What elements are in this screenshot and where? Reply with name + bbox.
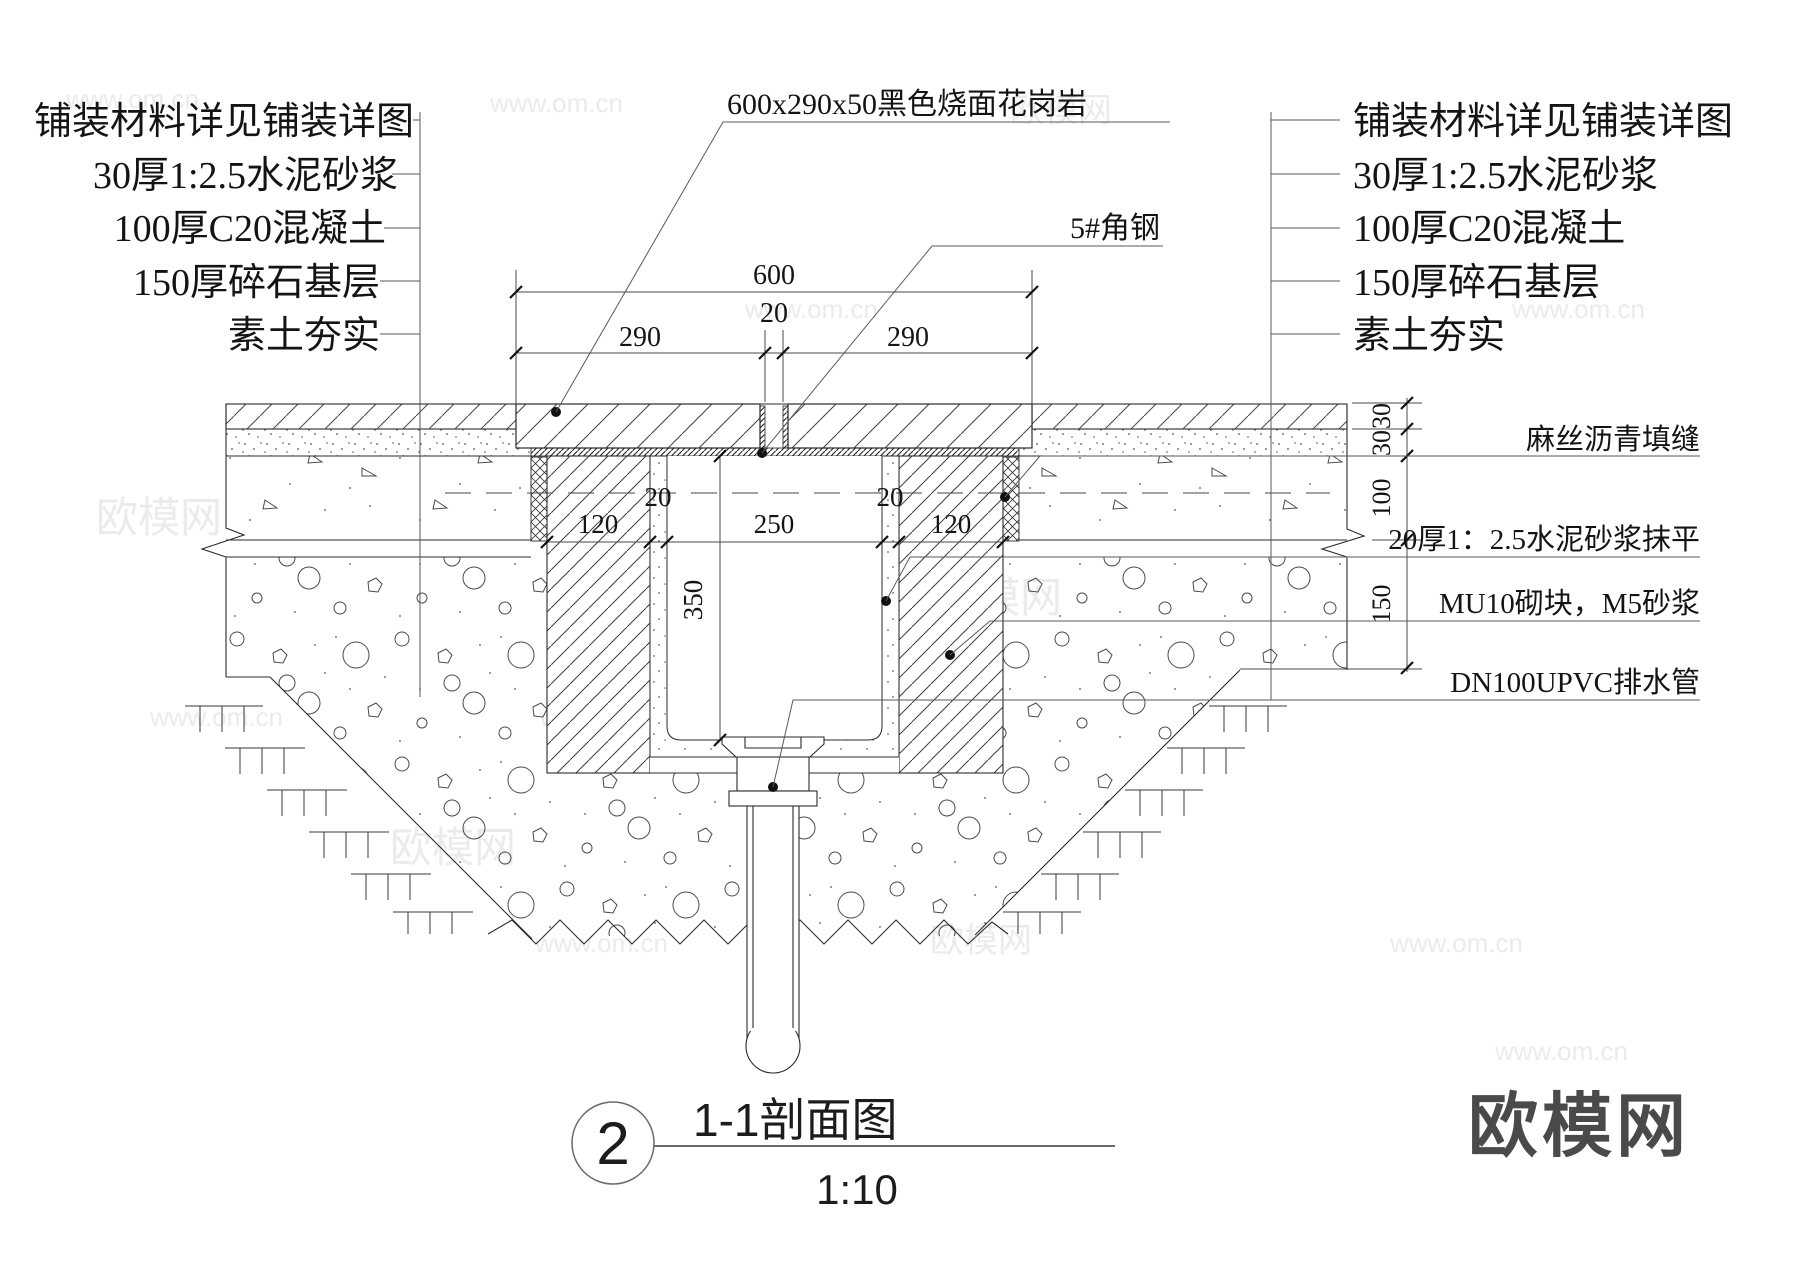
watermark-url: www.om.cn xyxy=(1494,1036,1628,1066)
watermark-url: www.om.cn xyxy=(1389,928,1523,958)
pipe-walls xyxy=(746,806,800,1039)
channel-interior xyxy=(650,456,899,773)
channel-structure xyxy=(515,403,1033,774)
watermark-url: www.om.cn xyxy=(1511,294,1645,324)
drain-funnel xyxy=(721,736,825,758)
material-item: 30厚1:2.5水泥砂浆 xyxy=(93,155,398,197)
dim-total-width: 600 xyxy=(753,260,795,291)
dim-render-right: 20 xyxy=(877,482,904,512)
callout-granite: 600x290x50黑色烧面花岗岩 xyxy=(727,88,1087,121)
material-item: 素土夯实 xyxy=(1353,315,1505,357)
left-break-edge xyxy=(200,404,246,677)
soil-hatch-left xyxy=(185,705,473,934)
material-item: 150厚碎石基层 xyxy=(1353,262,1600,304)
section-title: 1-1剖面图 xyxy=(693,1094,897,1146)
paving-granite-left xyxy=(225,403,517,430)
gravel-base xyxy=(226,557,1347,936)
dim-slab-left: 290 xyxy=(619,322,661,353)
detail-number-circle xyxy=(571,1101,655,1185)
callouts: 600x290x50黑色烧面花岗岩 5#角钢 xyxy=(551,88,1170,458)
annotation-asphalt-joint: 麻丝沥青填缝 xyxy=(1526,423,1700,456)
dim-granite-thk: 30 xyxy=(1367,403,1396,429)
excavation-slopes xyxy=(269,669,1241,940)
wall-right xyxy=(898,455,1004,774)
dim-slab-right: 290 xyxy=(887,322,929,353)
material-list-right: 铺装材料详见铺装详图 30厚1:2.5水泥砂浆 100厚C20混凝土 150厚碎… xyxy=(1270,101,1733,700)
concrete-layer-right xyxy=(1019,456,1347,540)
watermark-url: www.om.cn xyxy=(489,88,623,118)
dim-concrete-thk: 100 xyxy=(1367,479,1396,518)
angle-steel-frame xyxy=(530,447,1020,457)
excavation xyxy=(185,669,1287,945)
material-item: 铺装材料详见铺装详图 xyxy=(34,101,414,143)
dimensions: 600 290 20 290 120 20 250 20 120 350 30 … xyxy=(509,260,1422,747)
asphalt-joint-left xyxy=(530,456,548,542)
drain-lip xyxy=(744,737,802,749)
annotation-render: 20厚1：2.5水泥砂浆抹平 xyxy=(1388,523,1700,556)
watermark-url: www.om.cn xyxy=(744,294,878,324)
material-item: 素土夯实 xyxy=(228,315,380,357)
cover-slab-right xyxy=(787,403,1033,449)
paving-granite-right xyxy=(1031,403,1348,430)
mortar-render-lining xyxy=(649,455,900,758)
dim-channel-depth: 350 xyxy=(678,580,708,621)
annotations-right: 麻丝沥青填缝 20厚1：2.5水泥砂浆抹平 MU10砌块，M5砂浆 DN100U… xyxy=(768,423,1700,792)
dim-channel-width: 250 xyxy=(754,509,795,539)
title-block: 2 1-1剖面图 1:10 xyxy=(571,1094,1115,1213)
right-break-edge xyxy=(1320,404,1366,670)
callout-angle-steel: 5#角钢 xyxy=(1070,212,1160,245)
concrete-layer-left xyxy=(226,456,531,540)
annotation-drain-pipe: DN100UPVC排水管 xyxy=(1450,666,1700,699)
pipe-body-bg xyxy=(747,806,799,1031)
dim-mortar-thk: 30 xyxy=(1367,430,1396,456)
watermark-brand: 欧模网 xyxy=(96,494,222,541)
material-item: 铺装材料详见铺装详图 xyxy=(1353,101,1733,143)
section-scale: 1:10 xyxy=(816,1166,898,1213)
dim-wall-right: 120 xyxy=(931,509,972,539)
dim-gravel-thk: 150 xyxy=(1367,585,1396,624)
angle-steel-leg-left xyxy=(759,405,766,449)
material-item: 100厚C20混凝土 xyxy=(1353,208,1625,250)
drain-pipe xyxy=(721,736,825,1074)
mortar-bed-left xyxy=(226,429,531,456)
material-item: 150厚碎石基层 xyxy=(133,262,380,304)
pavement-layers xyxy=(200,403,1366,936)
mortar-bed-right xyxy=(1019,429,1347,456)
drain-base xyxy=(728,790,818,807)
wall-left xyxy=(546,455,651,774)
watermark-url: www.om.cn xyxy=(149,702,283,732)
brand-logo: 欧模网 xyxy=(1468,1087,1690,1165)
material-item: 100厚C20混凝土 xyxy=(114,208,386,250)
detail-number: 2 xyxy=(596,1110,629,1177)
material-list-left: 铺装材料详见铺装详图 30厚1:2.5水泥砂浆 100厚C20混凝土 150厚碎… xyxy=(34,101,421,697)
dim-wall-left: 120 xyxy=(578,509,619,539)
dim-joint-gap: 20 xyxy=(760,298,788,329)
soil-hatch-right xyxy=(1003,705,1287,934)
watermark-brand: 欧模网 xyxy=(1010,92,1112,130)
watermark-url: www.om.cn xyxy=(65,84,199,114)
dim-render-left: 20 xyxy=(645,482,672,512)
annotation-block-wall: MU10砌块，M5砂浆 xyxy=(1439,587,1700,620)
material-item: 30厚1:2.5水泥砂浆 xyxy=(1353,155,1658,197)
